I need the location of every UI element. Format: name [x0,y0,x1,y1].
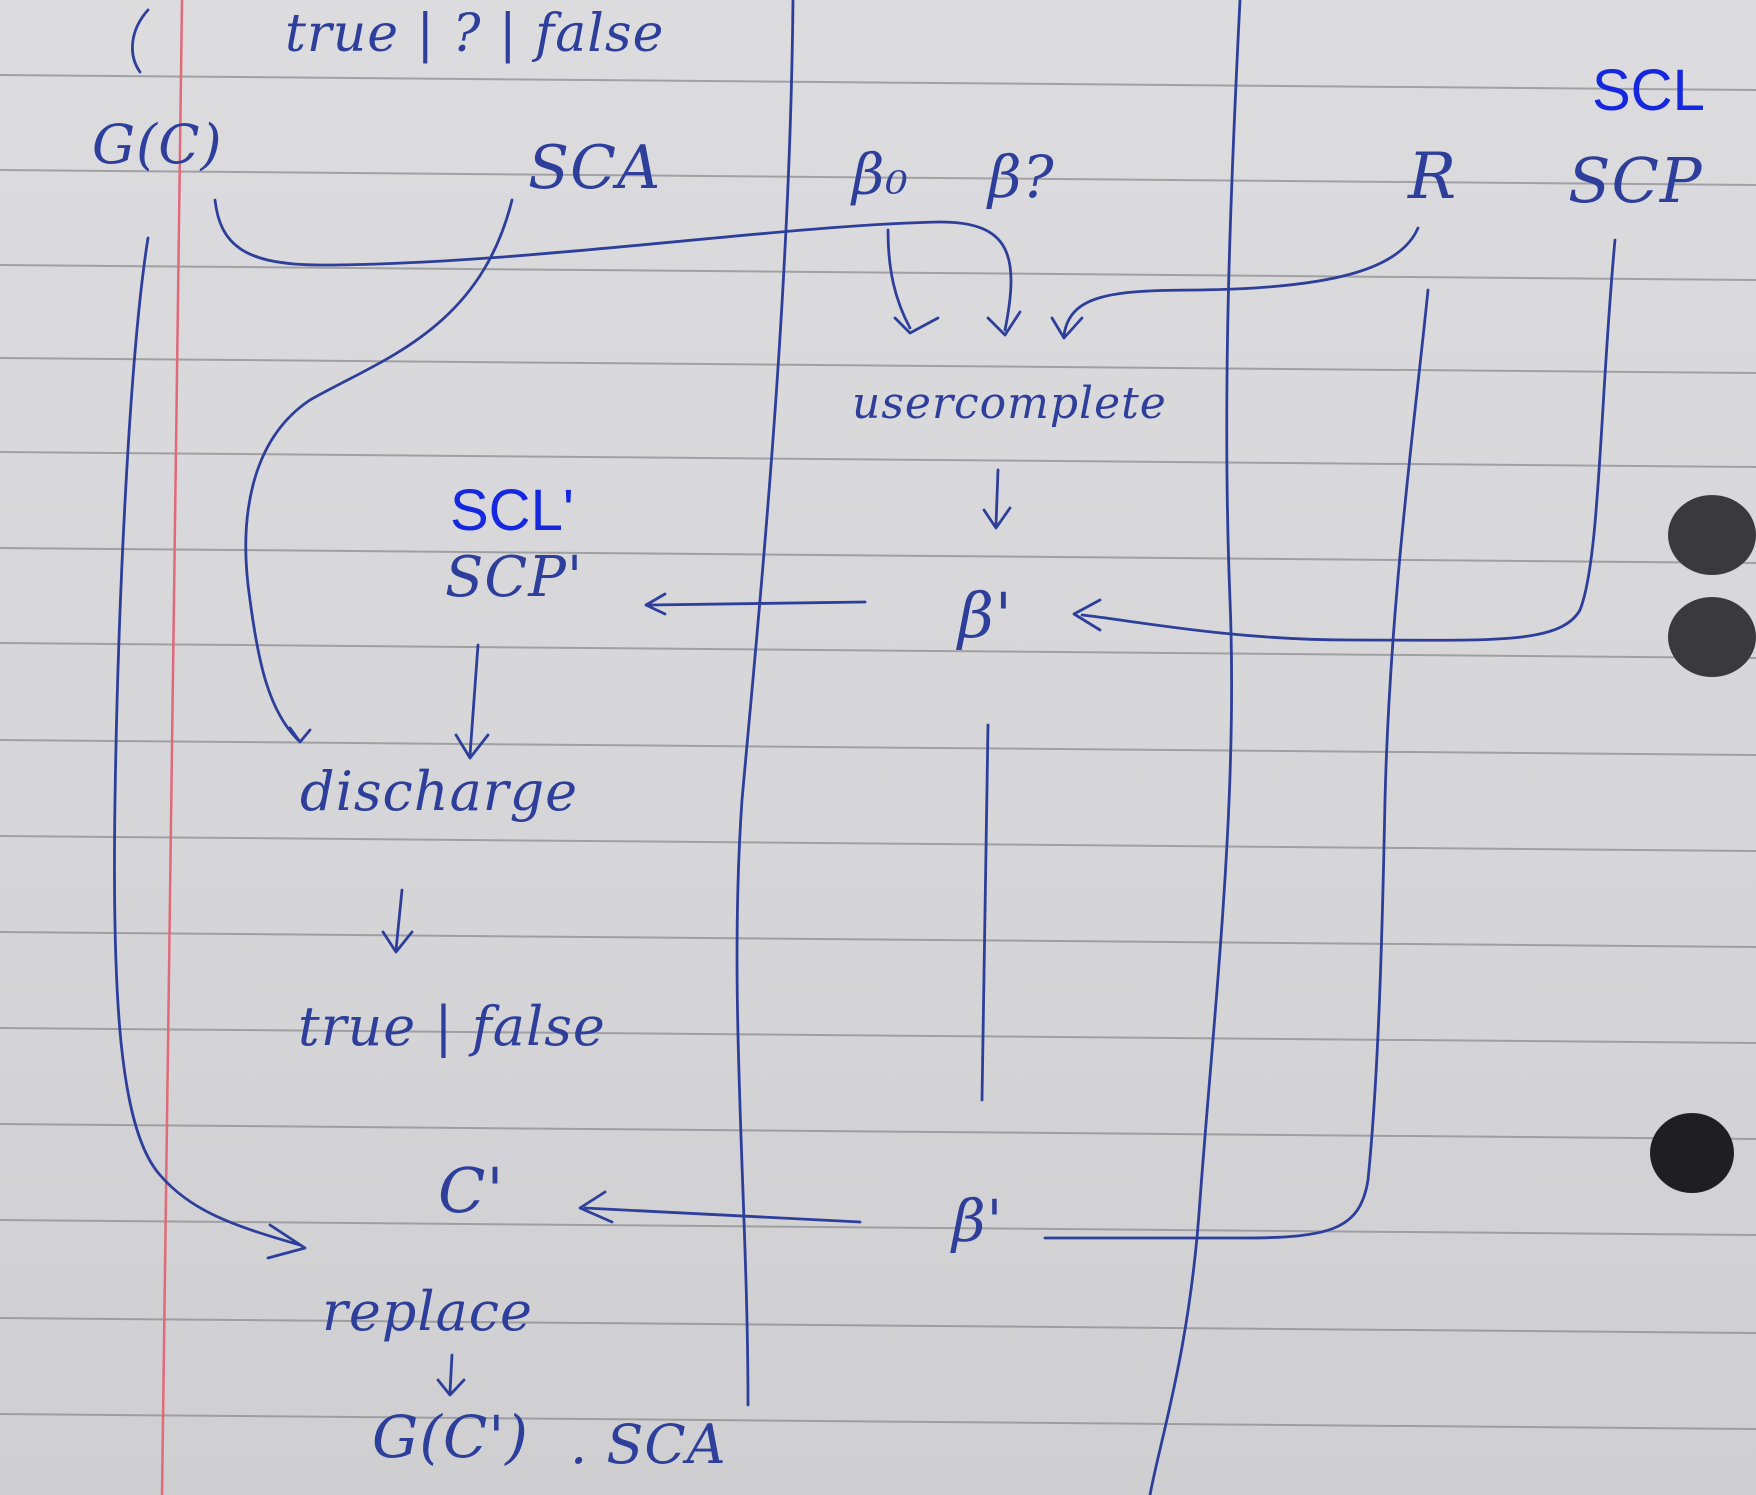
g-of-c-label: G(C) [92,113,223,176]
down-arrow-usercomplete [994,468,1000,527]
beta-prime-label-1: β' [958,579,1013,652]
g-to-usercomplete-arrow [213,198,1013,332]
arrowhead-replace-down [436,1378,466,1397]
r-to-beta2-line [1043,288,1430,1240]
beta-to-scpprime-arrow [648,600,867,607]
r-label: R [1408,140,1458,214]
scpprime-down-arrow [468,643,480,757]
sca-bottom-label: . SCA [570,1413,727,1476]
r-arrow [1062,226,1420,337]
true-false-label: true | false [298,995,606,1058]
arrowhead-cprime [578,1190,614,1224]
ruled-lines [0,74,1756,1430]
beta-vertical-line [980,723,990,1102]
arrowhead-scpprime-down [454,733,490,760]
beta0-arrow [886,228,912,330]
beta0-label: β₀ [852,143,909,208]
c-prime-label: C' [438,1154,505,1227]
scp-prime-label: SCP' [445,545,584,610]
bracket-mark [131,8,150,74]
beta2-to-cprime-arrow [583,1206,862,1224]
divider-line-2 [1148,0,1242,1495]
discharge-label: discharge [300,760,579,823]
beta-question-label: β? [988,143,1055,211]
arrowhead-usercomplete [982,506,1012,530]
arrowhead-discharge [288,726,312,744]
g-of-c-prime-label: G(C') [372,1403,529,1471]
sca-to-discharge-curve [244,198,514,742]
usercomplete-label: usercomplete [852,378,1167,429]
arrowhead-beta0 [893,316,940,335]
scl-prime-annotation: SCL' [450,478,574,543]
scp-label: SCP [1568,144,1703,217]
scp-to-beta-arrow [1080,238,1617,642]
g-to-replace-curve [113,236,302,1247]
punch-holes [1650,495,1756,1193]
margin-line [160,0,184,1495]
top-expression: true | ? | false [285,4,665,64]
arrowhead-replace [266,1223,307,1260]
replace-label: replace [322,1280,534,1343]
scl-annotation: SCL [1592,58,1705,123]
arrowhead-r [1050,316,1084,340]
replace-down-arrow [448,1353,454,1394]
beta-prime-label-2: β' [952,1187,1004,1255]
arrowhead-scp [1072,598,1102,632]
arrowhead-scpprime [644,592,667,616]
arrowhead-gc [986,310,1022,337]
arrowhead-discharge-down [381,930,414,954]
divider-line-1 [735,0,795,1407]
sca-label: SCA [528,133,662,203]
discharge-down-arrow [394,888,404,952]
